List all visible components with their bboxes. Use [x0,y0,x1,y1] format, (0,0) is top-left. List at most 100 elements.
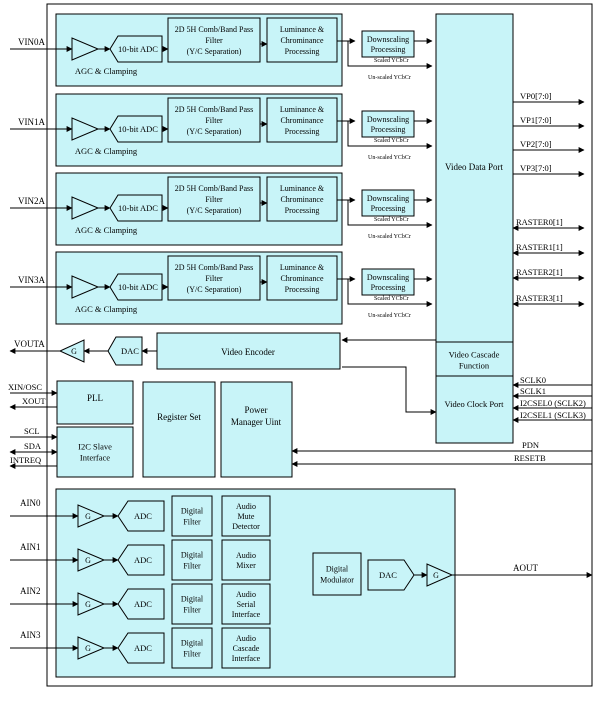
luma-chroma-label: Luminance & [280,263,325,272]
agc-amplifier-icon [71,196,100,220]
audio-function-block [221,539,271,581]
audio-g-label: G [85,644,91,653]
audio-function-block [221,583,271,625]
clock-to-encoder-wire [342,366,437,415]
scl-label: SCL [24,426,40,436]
comb-filter-label: (Y/C Separation) [187,285,242,294]
raster-output-label: RASTER2[1] [516,267,563,277]
video-dac-block [107,336,143,366]
audio-dac-block [367,559,415,591]
video-adc-label: 10-bit ADC [118,203,158,213]
luma-chroma-label: Processing [285,127,320,136]
luma-chroma-label: Chrominance [280,116,324,125]
pdn-label: PDN [522,440,539,450]
luma-chroma-label: Luminance & [280,105,325,114]
video-g-amplifier-icon [58,339,85,363]
digital-filter-block [171,627,213,669]
video-encoder-label: Video Encoder [221,347,275,357]
luma-chroma-label: Processing [285,47,320,56]
luma-chroma-label: Processing [285,206,320,215]
register-set-label: Register Set [157,412,201,422]
video-g-label: G [71,347,77,356]
pll-block [56,380,134,425]
downscaling-label: Downscaling [367,273,409,282]
audio-g-amplifier-icon [77,548,106,572]
pll-label: PLL [87,393,103,403]
clock-signal-label: I2CSEL0 (SCLK2) [520,398,586,408]
digital-filter-label: Digital [181,550,204,559]
unscaled-wire [347,279,433,307]
power-manager-label: Power [245,405,268,415]
video-input-label: VIN0A [18,37,45,47]
comb-filter-label: Filter [205,36,223,45]
comb-filter-label: 2D 5H Comb/Band Pass [175,25,253,34]
audio-adc-block [117,544,165,576]
downscaling-block [361,30,415,58]
unscaled-wire [347,41,433,69]
raster-output-label: RASTER1[1] [516,242,563,252]
audio-function-block [221,495,271,537]
comb-filter-block [167,97,261,143]
unscaled-ycbcr-label: Un-scaled YCbCr [368,234,411,240]
comb-filter-block [167,17,261,63]
vp-output-label: VP3[7:0] [520,163,552,173]
comb-filter-block [167,255,261,301]
downscaling-label: Processing [371,283,406,292]
audio-adc-label: ADC [134,599,152,609]
audio-function-label: Serial [237,600,256,609]
audio-adc-block [117,588,165,620]
scaled-ycbcr-label: Scaled YCbCr [374,58,409,64]
downscaling-block [361,268,415,296]
agc-clamping-label: AGC & Clamping [75,225,138,235]
audio-g-label: G [85,600,91,609]
agc-amplifier-icon [71,37,100,61]
digital-modulator-label: Modulator [320,575,354,584]
intreq-label: INTREQ [10,455,41,465]
audio-adc-block [117,632,165,664]
luma-chroma-label: Luminance & [280,25,325,34]
comb-filter-label: Filter [205,274,223,283]
digital-filter-label: Filter [183,605,201,614]
digital-filter-label: Filter [183,517,201,526]
comb-filter-label: 2D 5H Comb/Band Pass [175,105,253,114]
audio-function-label: Interface [232,610,261,619]
downscaling-label: Processing [371,204,406,213]
luma-chroma-label: Chrominance [280,274,324,283]
downscaling-label: Processing [371,125,406,134]
downscaling-label: Downscaling [367,35,409,44]
luma-chroma-label: Chrominance [280,36,324,45]
audio-input-label: AIN1 [20,542,41,552]
scaled-ycbcr-label: Scaled YCbCr [374,138,409,144]
audio-function-label: Detector [232,522,260,531]
chip-outline [46,3,593,687]
audio-g-amplifier-icon [77,636,106,660]
agc-clamping-label: AGC & Clamping [75,66,138,76]
audio-adc-block [117,500,165,532]
unscaled-ycbcr-label: Un-scaled YCbCr [368,155,411,161]
video-clock-port-label: Video Clock Port [445,399,505,409]
comb-filter-block [167,176,261,222]
scaled-ycbcr-label: Scaled YCbCr [374,217,409,223]
video-adc-label: 10-bit ADC [118,44,158,54]
i2c-slave-block [56,426,134,478]
comb-filter-label: (Y/C Separation) [187,127,242,136]
audio-out-g-amplifier-icon [426,563,454,587]
audio-function-label: Mixer [236,561,256,570]
comb-filter-label: 2D 5H Comb/Band Pass [175,184,253,193]
downscaling-label: Processing [371,45,406,54]
audio-input-label: AIN3 [20,630,41,640]
raster-output-label: RASTER0[1] [516,217,563,227]
luma-chroma-label: Luminance & [280,184,325,193]
audio-adc-label: ADC [134,511,152,521]
comb-filter-label: Filter [205,195,223,204]
audio-function-label: Audio [236,634,256,643]
downscaling-block [361,189,415,217]
video-cascade-label: Function [459,360,490,370]
audio-g-label: G [85,556,91,565]
audio-g-amplifier-icon [77,504,106,528]
digital-filter-label: Digital [181,594,204,603]
audio-out-g-label: G [433,571,439,580]
digital-filter-block [171,495,213,537]
luma-chroma-block [266,97,338,143]
digital-filter-label: Filter [183,649,201,658]
